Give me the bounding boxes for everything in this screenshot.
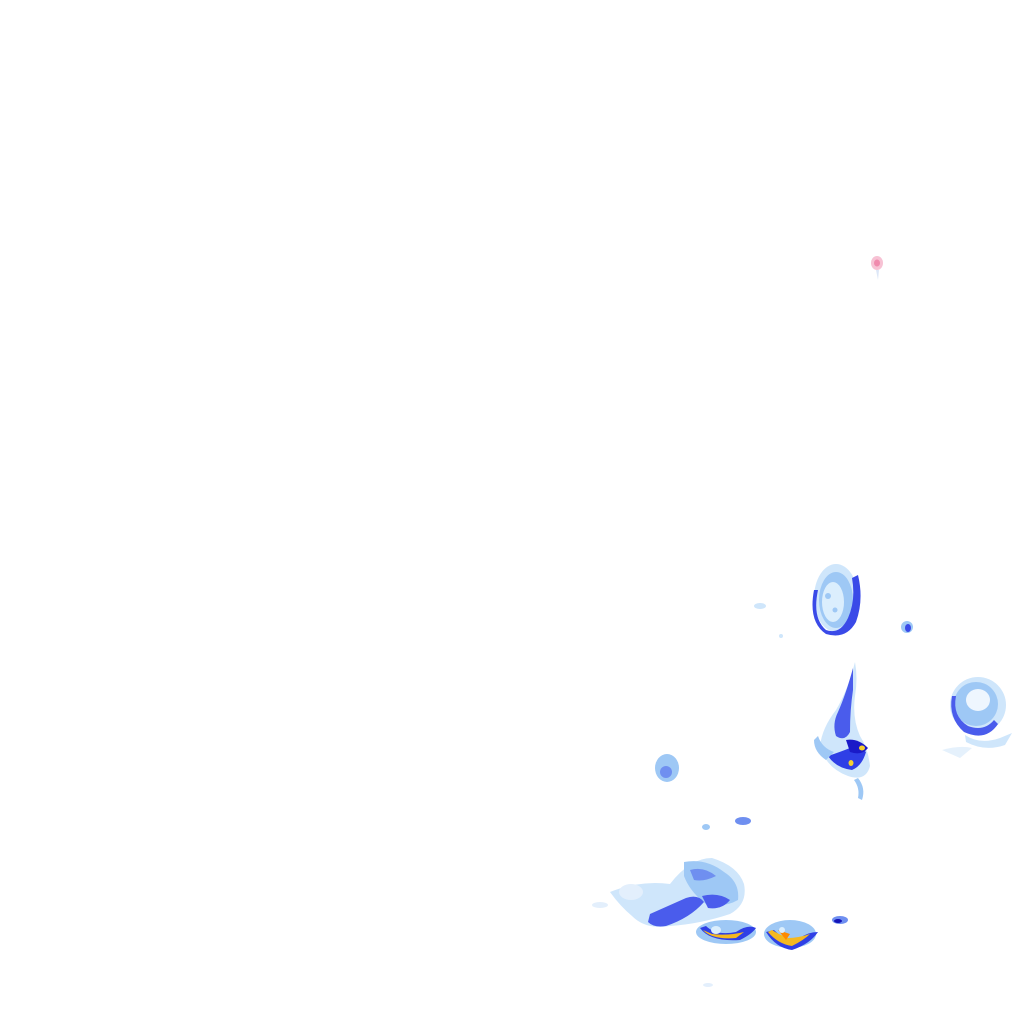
echo-central-band — [814, 662, 870, 800]
echo-strong-cell-1 — [696, 920, 756, 944]
echo-strong-cell-2 — [764, 920, 818, 950]
echo-speck-west — [754, 603, 783, 638]
echo-ring-cell — [812, 564, 861, 636]
echo-south-cluster — [592, 858, 745, 927]
echo-spot-north — [871, 256, 883, 280]
echo-west-small-cell — [655, 754, 679, 782]
echo-bottom-speck — [703, 983, 713, 987]
echo-small-ne — [901, 621, 913, 633]
echo-east-cell — [942, 677, 1012, 758]
echo-east-small — [832, 916, 848, 924]
echo-lower-specks — [702, 817, 751, 830]
